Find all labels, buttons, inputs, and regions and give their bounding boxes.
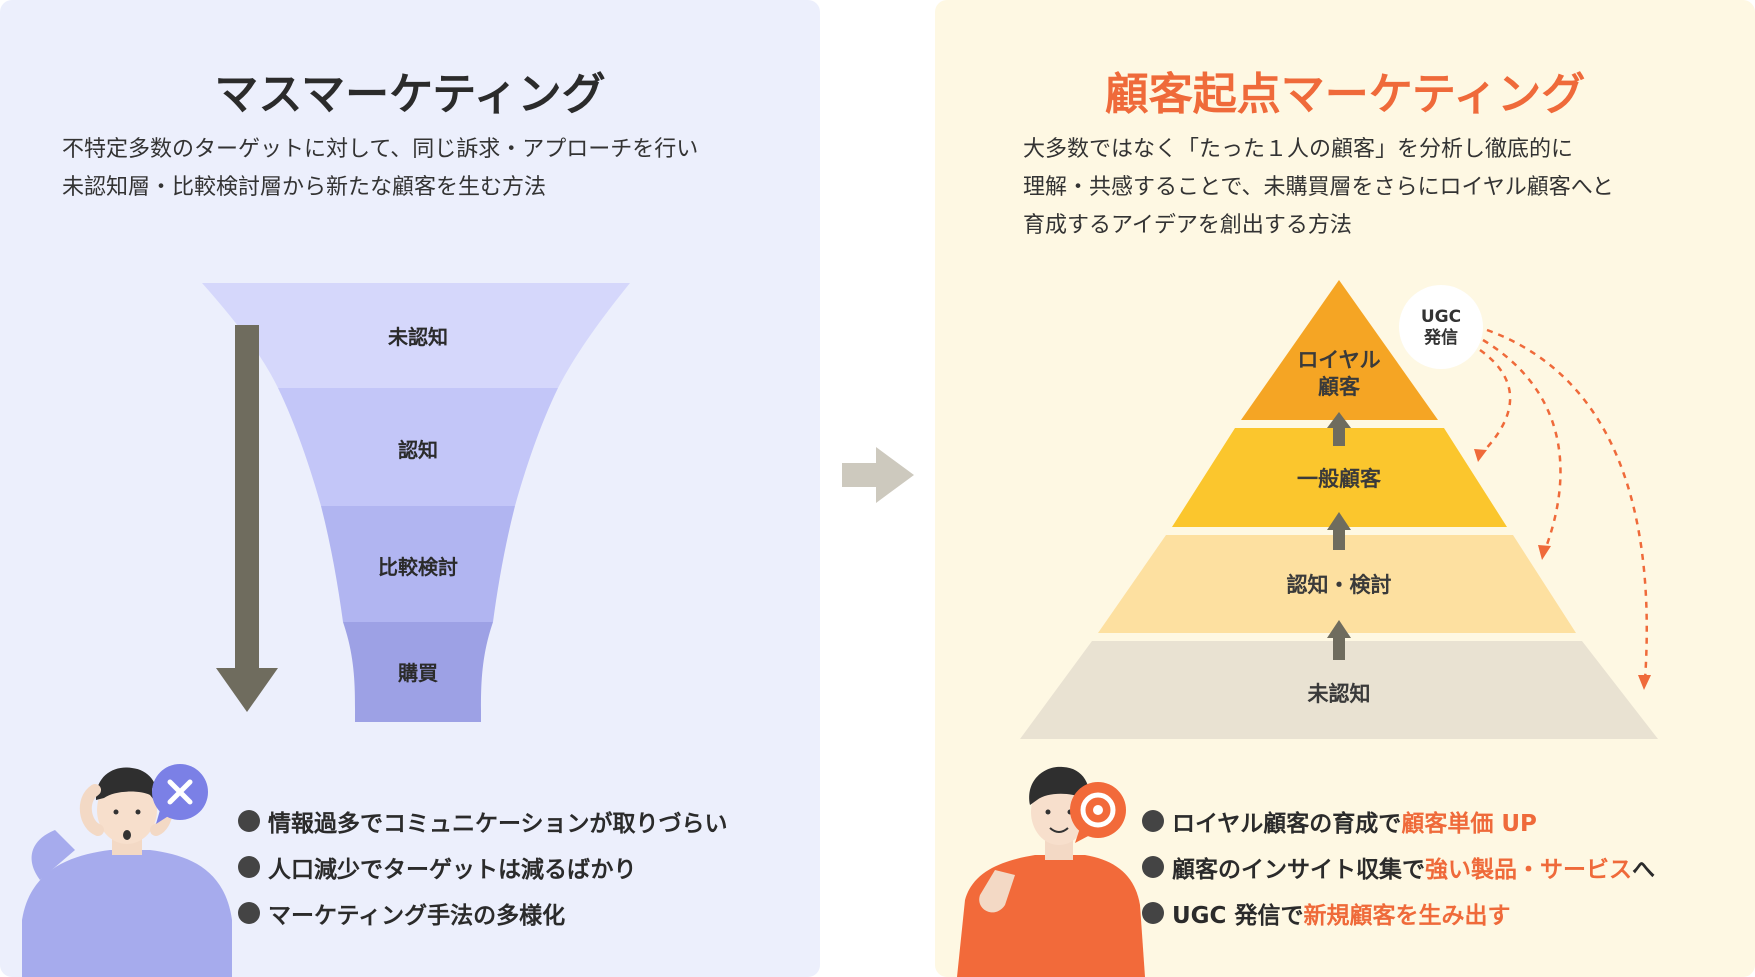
bullet-item: マーケティング手法の多様化: [238, 896, 565, 930]
bullet-dot: [238, 810, 260, 832]
bullet-dot: [1142, 856, 1164, 878]
transition-arrow-icon: [842, 447, 914, 503]
up-arrow-icon: [1327, 412, 1351, 446]
desc-line: 不特定多数のターゲットに対して、同じ訴求・アプローチを行い: [62, 137, 699, 162]
funnel-label: 購買: [398, 661, 438, 685]
funnel-layer-compare: [321, 506, 515, 622]
bullet-dot: [1142, 902, 1164, 924]
pyramid-tier-loyal: [1241, 280, 1438, 420]
bullet-text: マーケティング手法の多様化: [268, 903, 566, 929]
pyramid-label: 認知・検討: [1287, 573, 1392, 597]
bullet-item: UGC 発信で新規顧客を生み出す: [1142, 896, 1510, 930]
bullet-highlight: 顧客単価 UP: [1401, 811, 1537, 837]
thumbs-up-person-illustration: [957, 766, 1145, 977]
pyramid-label: 顧客: [1318, 375, 1361, 399]
funnel-layer-unaware: [202, 283, 630, 388]
funnel-layer-purchase: [343, 622, 493, 722]
bullet-item: 情報過多でコミュニケーションが取りづらい: [238, 804, 728, 838]
ugc-label: UGC: [1421, 307, 1461, 327]
funnel-label: 比較検討: [378, 555, 458, 579]
target-icon: [1070, 782, 1126, 843]
funnel-label: 未認知: [388, 325, 448, 349]
pyramid-tier-unaware: [1020, 641, 1658, 739]
up-arrow-icon: [1327, 620, 1351, 660]
pyramid-diagram: ロイヤル 顧客 一般顧客 認知・検討 未認知 UGC 発信: [957, 280, 1658, 977]
funnel-layer-aware: [278, 388, 558, 506]
bullet-dot: [238, 902, 260, 924]
bullet-item: 人口減少でターゲットは減るばかり: [238, 850, 636, 884]
ugc-bubble: [1399, 285, 1483, 369]
pyramid-label: 未認知: [1308, 682, 1371, 706]
bullet-text: 人口減少でターゲットは減るばかり: [268, 857, 637, 883]
pyramid-tier-general: [1172, 428, 1507, 527]
bullet-text: UGC 発信で: [1172, 903, 1304, 929]
funnel-label: 認知: [398, 438, 438, 462]
bullet-highlight: 新規顧客を生み出す: [1303, 903, 1511, 929]
close-icon: [152, 764, 208, 824]
down-arrow-icon: [216, 325, 278, 712]
bullet-dot: [238, 856, 260, 878]
funnel-diagram: 未認知 認知 比較検討 購買: [22, 283, 630, 977]
mass-marketing-description: 不特定多数のターゲットに対して、同じ訴求・アプローチを行い 未認知層・比較検討層…: [62, 131, 802, 207]
bullet-text: ロイヤル顧客の育成で: [1172, 811, 1402, 837]
arrowhead-icon: [1474, 449, 1651, 690]
bullet-text: 顧客のインサイト収集で: [1172, 857, 1425, 883]
bullet-text: 情報過多でコミュニケーションが取りづらい: [268, 811, 728, 837]
customer-centric-title: 顧客起点マーケティング: [1104, 69, 1586, 120]
customer-centric-panel: 顧客起点マーケティング 大多数ではなく「たった１人の顧客」を分析し徹底的に 理解…: [935, 0, 1755, 977]
desc-line: 大多数ではなく「たった１人の顧客」を分析し徹底的に: [1023, 137, 1574, 162]
desc-line: 理解・共感することで、未購買層をさらにロイヤル顧客へと: [1023, 175, 1614, 200]
mass-marketing-panel: マスマーケティング 不特定多数のターゲットに対して、同じ訴求・アプローチを行い …: [0, 0, 820, 977]
desc-line: 未認知層・比較検討層から新たな顧客を生む方法: [62, 175, 547, 200]
bullet-dot: [1142, 810, 1164, 832]
up-arrow-icon: [1327, 512, 1351, 550]
pyramid-label: 一般顧客: [1297, 467, 1382, 491]
pyramid-tier-consider: [1098, 535, 1576, 633]
ugc-label: 発信: [1423, 327, 1458, 348]
customer-centric-description: 大多数ではなく「たった１人の顧客」を分析し徹底的に 理解・共感することで、未購買…: [1023, 131, 1755, 245]
bullet-item: ロイヤル顧客の育成で顧客単価 UP: [1142, 804, 1537, 838]
mass-marketing-title: マスマーケティング: [214, 69, 606, 120]
bullet-text: へ: [1632, 857, 1655, 883]
pyramid-label: ロイヤル: [1297, 348, 1380, 372]
ugc-flow-arrows: [1479, 328, 1648, 681]
bullet-item: 顧客のインサイト収集で強い製品・サービスへ: [1142, 850, 1655, 884]
desc-line: 育成するアイデアを創出する方法: [1023, 213, 1352, 238]
bullet-highlight: 強い製品・サービス: [1425, 857, 1632, 883]
